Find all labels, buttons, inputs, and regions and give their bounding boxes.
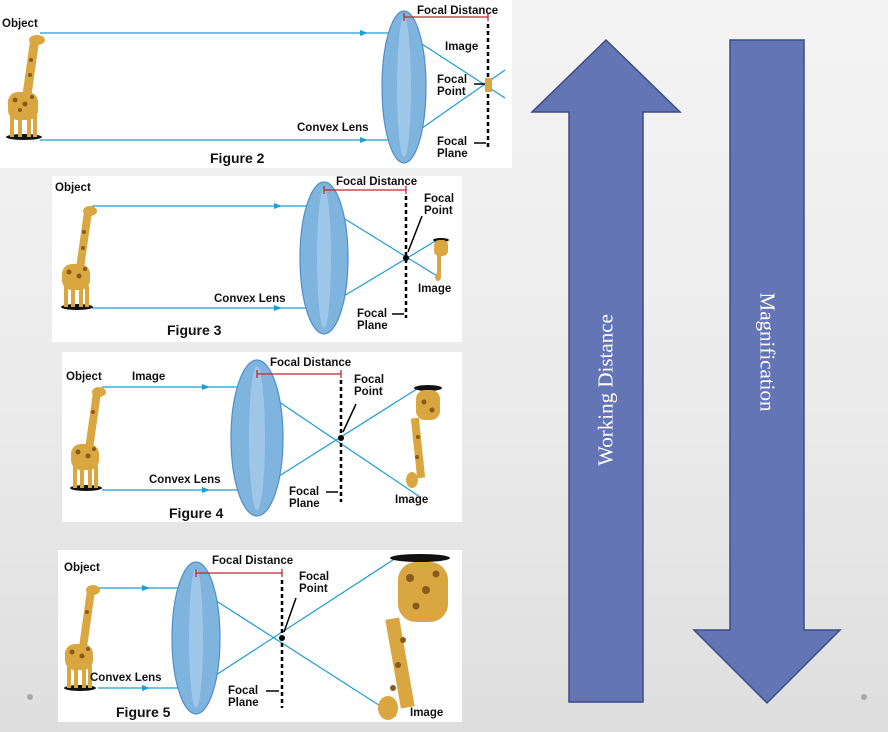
object-label: Object [64, 562, 100, 574]
object-giraffe-icon [61, 206, 97, 310]
object-giraffe-icon [70, 387, 106, 491]
focal-point-label-line2: Point [354, 386, 383, 398]
focal-point-label-line1: Focal [354, 374, 385, 386]
refracted-ray-bottom [195, 557, 397, 689]
focal-point-pointer [407, 215, 423, 253]
lens-highlight [189, 568, 203, 708]
image-label: Image [395, 494, 429, 506]
inverted-image-giraffe-icon [378, 554, 450, 720]
slide-dot-left [27, 694, 33, 700]
figure-3-diagram [61, 181, 449, 335]
focal-distance-label: Focal Distance [212, 555, 294, 567]
object-giraffe-icon [64, 585, 100, 691]
convex-lens-label: Convex Lens [90, 672, 162, 684]
object-giraffe-icon [6, 35, 45, 140]
convex-lens-label: Convex Lens [297, 122, 369, 134]
inverted-image-giraffe-icon [406, 385, 442, 488]
object-label: Object [55, 182, 91, 194]
lens-highlight [397, 17, 411, 157]
convex-lens-label: Convex Lens [214, 293, 286, 305]
lens-highlight [249, 366, 265, 510]
focal-plane-label-line1: Focal [357, 308, 388, 320]
focal-distance-label: Focal Distance [270, 357, 352, 369]
object-label: Object [2, 18, 38, 30]
ray-arrowhead [360, 30, 368, 36]
figure-caption: Figure 3 [167, 322, 222, 338]
object-label: Object [66, 371, 102, 383]
focal-distance-label: Focal Distance [336, 176, 418, 188]
figure-caption: Figure 5 [116, 704, 171, 720]
focal-point-pointer [283, 597, 297, 633]
ray-arrowhead [274, 203, 282, 209]
ray-arrowhead [142, 585, 150, 591]
ray-arrowhead [360, 137, 368, 143]
focal-point-pointer [342, 403, 357, 433]
focal-plane-label-line2: Plane [228, 697, 259, 709]
focal-point-label-line2: Point [424, 205, 453, 217]
focal-point-label-line1: Focal [437, 74, 468, 86]
ray-arrowhead [274, 305, 282, 311]
focal-point-label-line1: Focal [424, 193, 455, 205]
object-image-label: Image [132, 371, 166, 383]
refracted-ray-top [256, 386, 421, 498]
focal-point-label-line2: Point [437, 86, 466, 98]
figure-2-diagram [6, 10, 506, 164]
focal-point-dot [403, 255, 409, 261]
focal-plane-label-line2: Plane [437, 148, 468, 160]
ray-arrowhead [142, 685, 150, 691]
slide-dot-right [861, 694, 867, 700]
focal-point-label-line1: Focal [299, 571, 330, 583]
focal-point-dot [338, 435, 344, 441]
focal-point-dot [279, 635, 285, 641]
figure-caption: Figure 4 [169, 505, 224, 521]
figure-3-panel: Object Focal Distance Focal Point Image … [52, 176, 462, 342]
working-distance-label: Working Distance [593, 314, 618, 466]
figure-2-panel: Object Focal Distance Image Focal Point … [0, 0, 512, 168]
figure-4-diagram [70, 359, 442, 517]
figure-caption: Figure 2 [210, 150, 265, 166]
focal-plane-label-line1: Focal [437, 136, 468, 148]
focal-plane-label-line2: Plane [289, 498, 320, 510]
refracted-ray-top [195, 587, 397, 717]
image-label: Image [418, 283, 452, 295]
magnification-label: Magnification [755, 292, 780, 412]
image-label: Image [445, 41, 479, 53]
inverted-image-giraffe-icon [433, 238, 449, 281]
lens-highlight [317, 188, 331, 328]
ray-arrowhead [202, 487, 210, 493]
focal-plane-label-line2: Plane [357, 320, 388, 332]
focal-distance-label: Focal Distance [417, 5, 499, 17]
convex-lens-label: Convex Lens [149, 474, 221, 486]
tiny-image-giraffe [485, 78, 492, 92]
figure-4-panel: Object Image Focal Distance Focal Point … [62, 352, 462, 522]
image-label: Image [410, 707, 444, 719]
focal-plane-label-line1: Focal [289, 486, 320, 498]
figure-5-diagram [64, 554, 450, 720]
ray-arrowhead [202, 384, 210, 390]
figure-5-panel: Object Focal Distance Focal Point Convex… [58, 550, 462, 722]
focal-plane-label-line1: Focal [228, 685, 259, 697]
focal-point-label-line2: Point [299, 583, 328, 595]
